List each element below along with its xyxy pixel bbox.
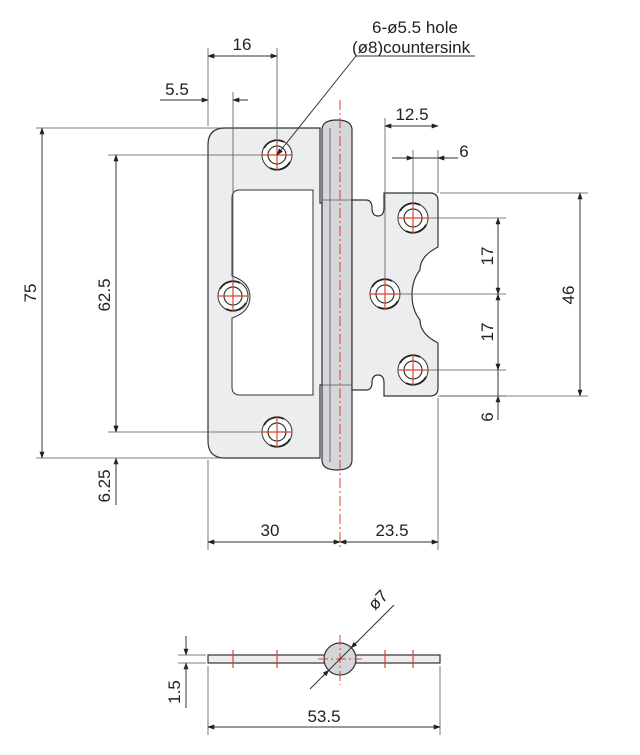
dim-hole-span-label: 62.5 <box>95 278 114 311</box>
dim-pitch-upper-label: 17 <box>478 247 497 266</box>
left-leaf <box>207 127 341 459</box>
dim-leaf-widths: 30 23.5 <box>207 398 439 550</box>
dim-top-width-label: 16 <box>233 35 252 54</box>
dim-height-total: 75 <box>21 127 222 459</box>
dim-right-hole-offset: 12.5 <box>384 105 439 280</box>
dim-right-height-label: 46 <box>559 286 578 305</box>
dim-pin-diameter-label: ø7 <box>364 586 391 613</box>
hole-note-line1: 6-ø5.5 hole <box>372 18 458 37</box>
dim-top-width: 16 <box>207 35 278 140</box>
dim-right-height: 46 <box>440 192 588 397</box>
dim-pitch: 17 17 <box>400 217 506 371</box>
dim-open-width-label: 53.5 <box>307 707 340 726</box>
centerlines <box>218 100 428 548</box>
dim-bottom-offset-label: 6.25 <box>95 469 114 502</box>
dim-open-width: 53.5 <box>207 666 441 735</box>
dim-hole-offset: 5.5 <box>160 80 248 282</box>
hole-note-line2: (ø8)countersink <box>352 38 471 57</box>
side-view <box>207 635 441 685</box>
dim-bottom-offset: 6.25 <box>95 410 119 505</box>
dim-hole-span: 62.5 <box>95 154 262 433</box>
hole-note: 6-ø5.5 hole (ø8)countersink <box>276 18 475 156</box>
dim-hole-offset-label: 5.5 <box>165 80 189 99</box>
dim-pin-diameter: ø7 <box>309 586 395 690</box>
dim-thickness: 1.5 <box>165 636 206 708</box>
dim-right-width-label: 23.5 <box>375 521 408 540</box>
dim-right-edge: 6 <box>392 142 469 193</box>
dim-pitch-lower-label: 17 <box>478 323 497 342</box>
dim-right-bottom-label: 6 <box>478 412 497 421</box>
dim-right-edge-label: 6 <box>459 142 468 161</box>
dim-left-width-label: 30 <box>261 521 280 540</box>
dim-height-total-label: 75 <box>21 284 40 303</box>
left-leaf-cutout <box>231 189 314 396</box>
dim-right-hole-offset-label: 12.5 <box>395 105 428 124</box>
dim-thickness-label: 1.5 <box>165 680 184 704</box>
hinge-knuckle <box>321 119 353 471</box>
